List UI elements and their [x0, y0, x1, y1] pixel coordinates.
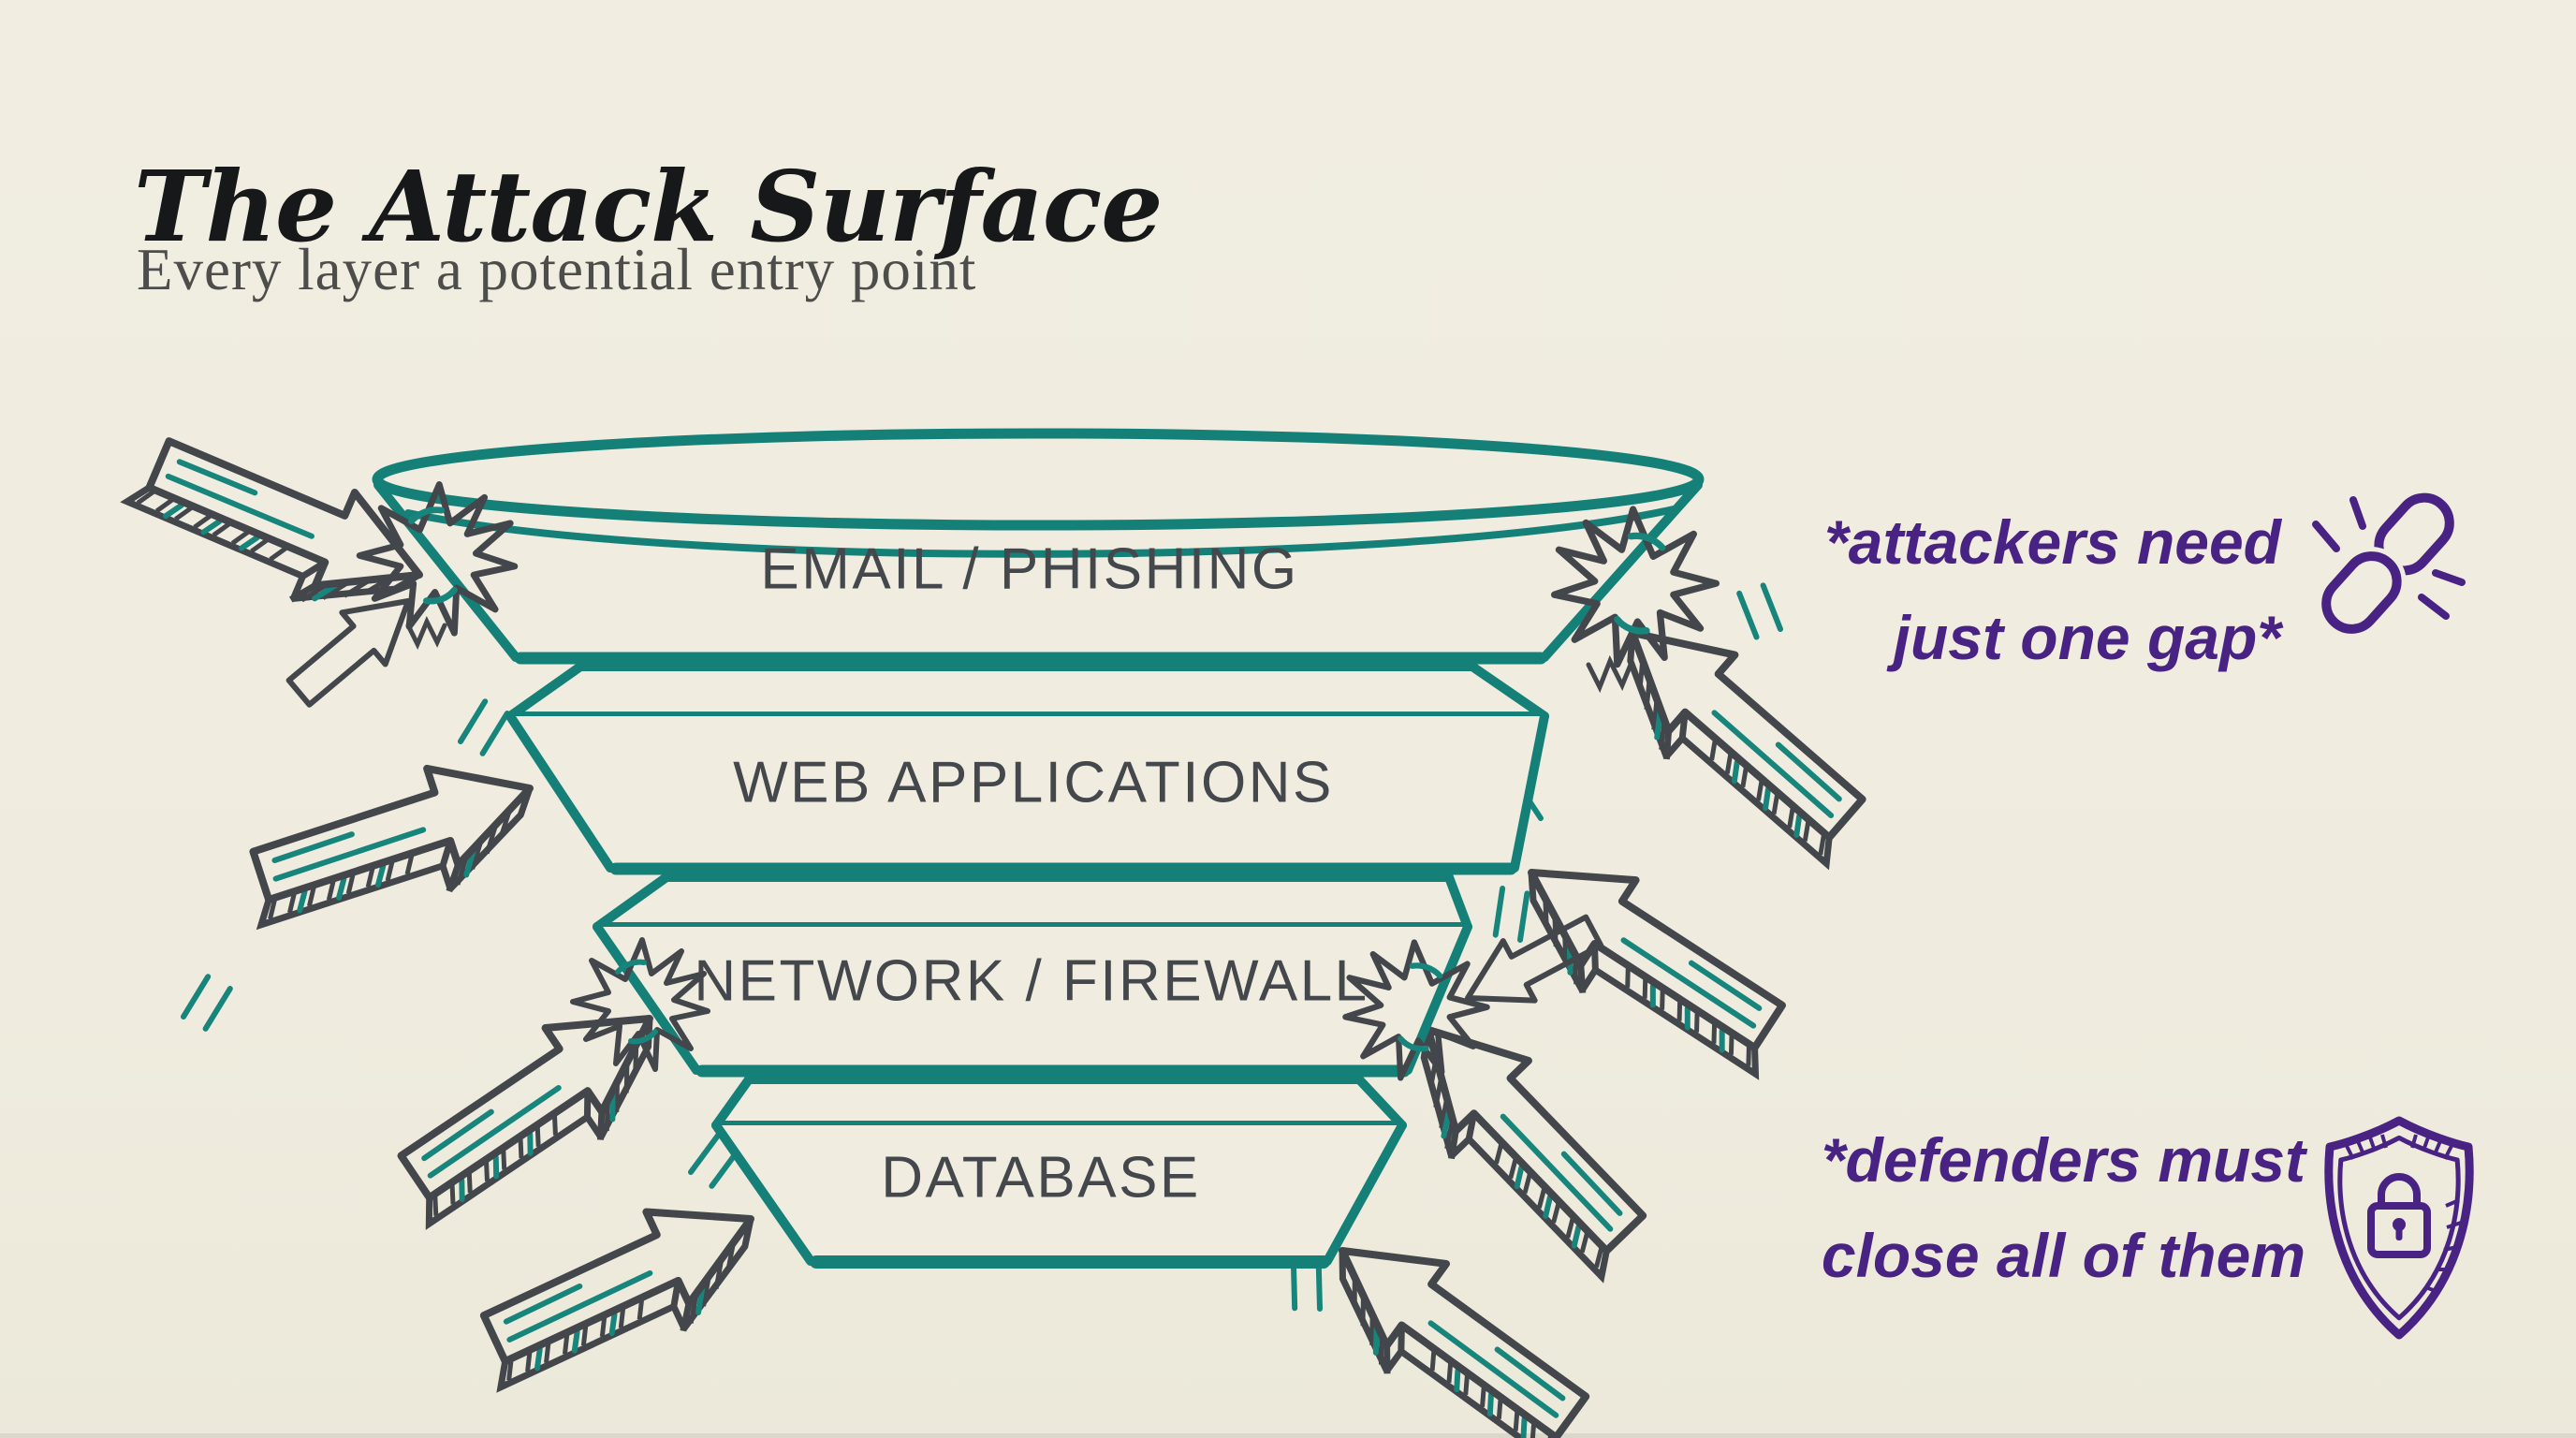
attackers-annotation-line2: just one gap* [1893, 603, 2281, 673]
broken-chain-icon [2312, 492, 2466, 638]
arrow-left-database [460, 1173, 782, 1411]
funnel-shape [372, 428, 1705, 1269]
impact-bursts [359, 485, 1716, 1078]
attackers-annotation: *attackers need just one gap* [1824, 494, 2281, 686]
defenders-annotation-line1: *defenders must [1821, 1125, 2305, 1195]
arrow-left-network [374, 976, 690, 1245]
funnel-layer-web-label: WEB APPLICATIONS [733, 750, 1334, 815]
arrow-left-web [231, 741, 552, 950]
arrow-right-web [1492, 830, 1809, 1096]
page-subtitle: Every layer a potential entry point [137, 237, 977, 302]
funnel-layer-database-label: DATABASE [881, 1145, 1201, 1211]
funnel-layer-email-label: EMAIL / PHISHING [760, 536, 1299, 602]
attackers-annotation-line1: *attackers need [1824, 507, 2281, 577]
defenders-annotation-line2: close all of them [1821, 1221, 2305, 1291]
defenders-annotation: *defenders must close all of them [1822, 1112, 2305, 1304]
page-title: The Attack Surface [134, 148, 1163, 264]
shield-lock-icon [2324, 1116, 2474, 1340]
funnel-layer-network-label: NETWORK / FIREWALL [694, 948, 1369, 1014]
